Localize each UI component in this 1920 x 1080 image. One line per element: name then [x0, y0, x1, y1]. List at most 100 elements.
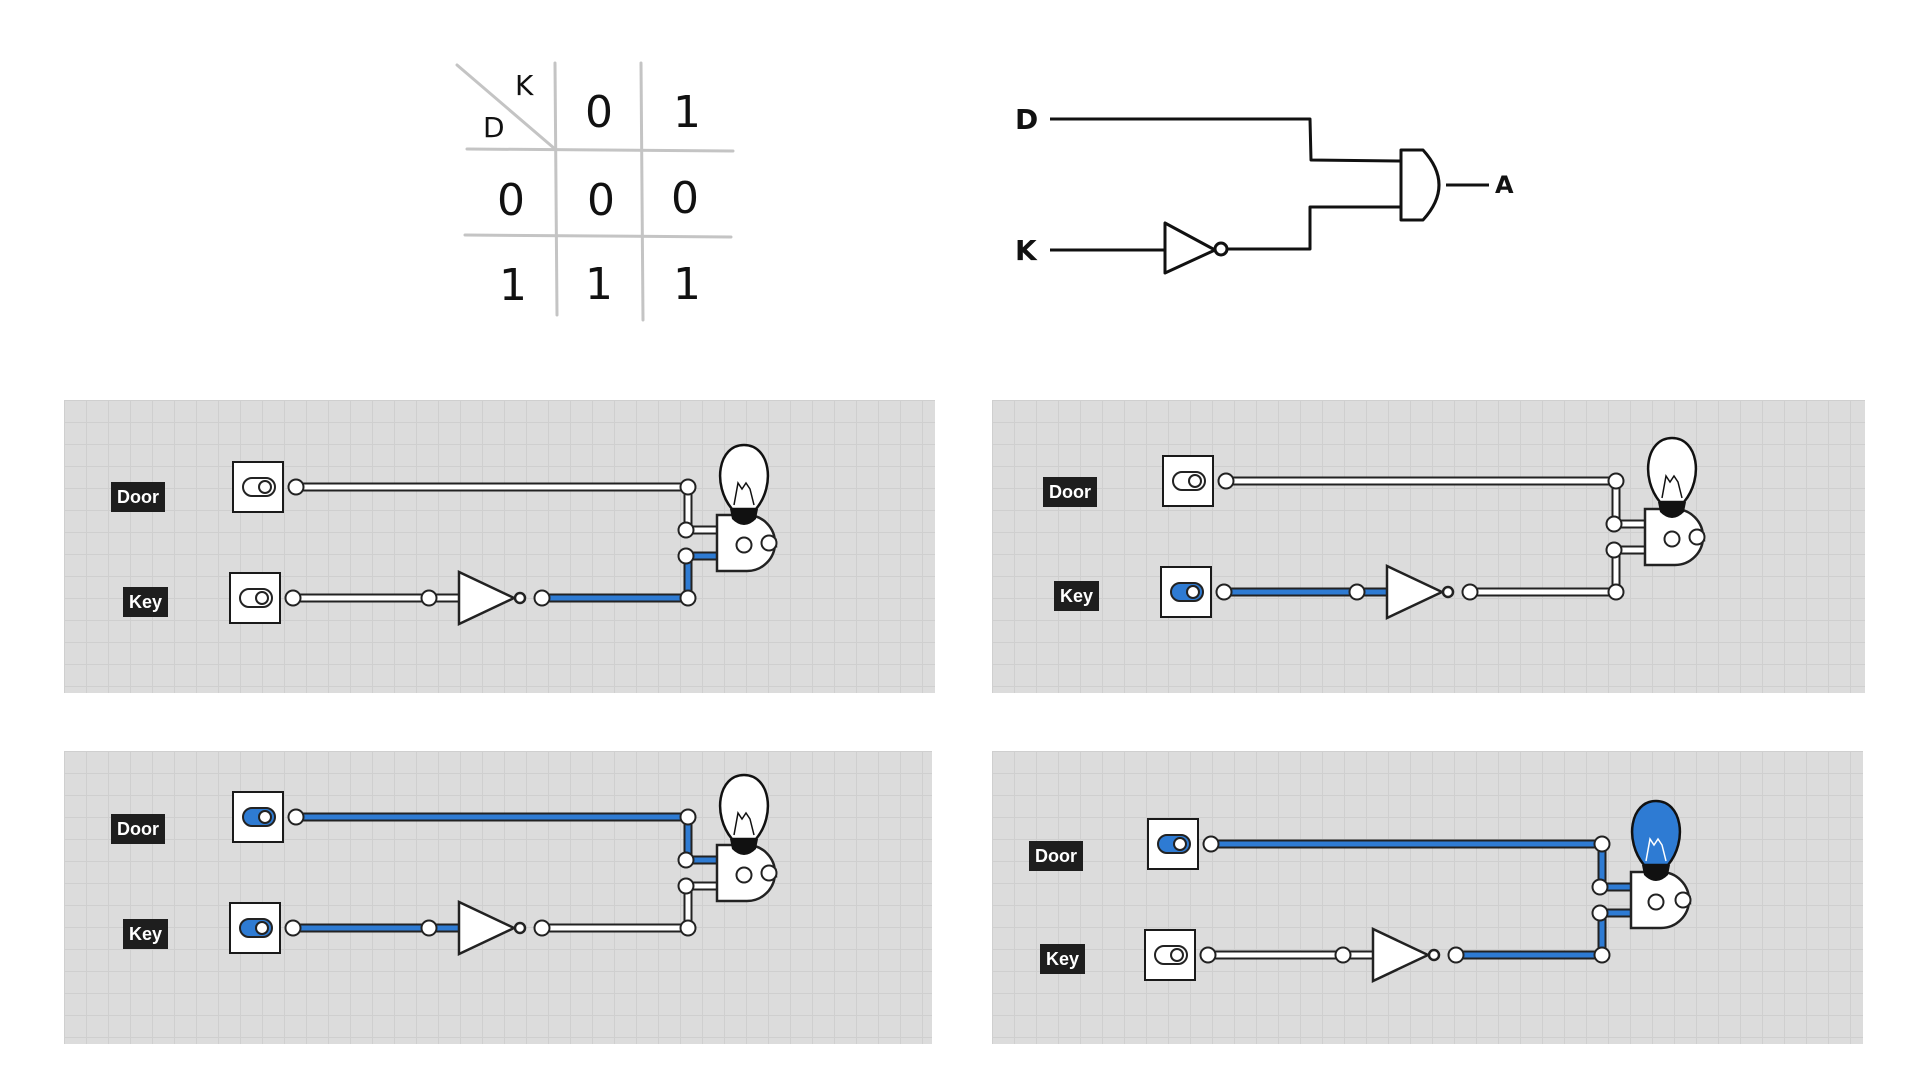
not-bubble — [513, 921, 527, 935]
input-d-label: D — [1015, 103, 1038, 136]
connector-node — [679, 808, 697, 826]
toggle-knob — [258, 480, 272, 494]
circuit-wiring — [1199, 799, 1692, 983]
door-switch[interactable] — [1162, 455, 1214, 507]
connector-node — [1607, 472, 1625, 490]
key-label: Key — [123, 587, 169, 617]
connector-node — [1215, 583, 1233, 601]
and-gate — [1399, 148, 1441, 222]
connector-node — [420, 919, 438, 937]
not-bubble — [1213, 241, 1229, 257]
lightbulb-off-icon — [718, 773, 770, 855]
key-switch[interactable] — [1160, 566, 1212, 618]
truth-table-col-header: 1 — [673, 87, 701, 138]
connector-node — [677, 851, 695, 869]
wire-not-out — [1227, 205, 1401, 251]
door-wire — [296, 814, 717, 863]
door-label: Door — [1029, 841, 1083, 871]
not-gate — [1371, 927, 1431, 983]
door-switch[interactable] — [1147, 818, 1199, 870]
truth-table-row-header: 0 — [497, 175, 525, 226]
connector-node — [1334, 946, 1352, 964]
door-switch[interactable] — [232, 791, 284, 843]
toggle-knob — [1173, 837, 1187, 851]
key-label: Key — [1040, 944, 1086, 974]
logic-schematic: D K A — [1015, 103, 1514, 275]
connector-node — [677, 547, 695, 565]
connector-node — [1591, 878, 1609, 896]
connector-node — [1674, 891, 1692, 909]
toggle-knob — [1186, 585, 1200, 599]
connector-node — [735, 866, 753, 884]
toggle-track — [242, 477, 276, 497]
input-k-label: K — [1015, 234, 1038, 267]
door-wire — [296, 484, 717, 533]
output-a-label: A — [1495, 171, 1514, 199]
connector-node — [287, 808, 305, 826]
door-label: Door — [1043, 477, 1097, 507]
connector-node — [1688, 528, 1706, 546]
not-bubble — [1427, 948, 1441, 962]
door-wire-outline — [1211, 839, 1631, 892]
truth-table-row-header: 1 — [499, 260, 527, 311]
connector-node — [1593, 946, 1611, 964]
circuit-wiring — [284, 443, 778, 626]
connector-node — [679, 919, 697, 937]
truth-table: K D 0 1 0 0 0 1 1 1 — [455, 61, 735, 322]
toggle-track — [1154, 945, 1188, 965]
connector-node — [1591, 904, 1609, 922]
connector-node — [287, 478, 305, 496]
circuit-wiring — [1215, 436, 1706, 620]
connector-node — [1607, 583, 1625, 601]
connector-node — [1605, 541, 1623, 559]
lightbulb-off-icon — [718, 443, 770, 525]
door-wire-outline — [296, 812, 717, 865]
not-output-wire — [1456, 910, 1631, 958]
key-switch[interactable] — [1144, 929, 1196, 981]
connector-node — [284, 919, 302, 937]
door-wire-outline — [296, 482, 717, 535]
connector-node — [533, 919, 551, 937]
connector-node — [760, 534, 778, 552]
lightbulb-on-icon — [1630, 799, 1682, 881]
connector-node — [420, 589, 438, 607]
not-bubble — [1441, 585, 1455, 599]
toggle-track — [242, 807, 276, 827]
truth-table-cell: 1 — [585, 259, 613, 310]
toggle-track — [239, 588, 273, 608]
truth-table-cell: 0 — [587, 175, 615, 226]
not-output-wire — [542, 883, 717, 931]
door-wire — [1211, 841, 1631, 890]
connector-node — [1647, 893, 1665, 911]
not-gate — [1385, 564, 1445, 620]
truth-table-col-header: 0 — [585, 87, 613, 138]
connector-node — [284, 589, 302, 607]
truth-table-cell: 1 — [673, 259, 701, 310]
toggle-track — [1170, 582, 1204, 602]
connector-node — [1447, 946, 1465, 964]
circuit-wiring — [284, 773, 778, 956]
truth-table-row-var: D — [483, 111, 505, 144]
connector-node — [1202, 835, 1220, 853]
door-label: Door — [111, 814, 165, 844]
key-switch[interactable] — [229, 902, 281, 954]
connector-node — [1348, 583, 1366, 601]
connector-node — [533, 589, 551, 607]
key-switch[interactable] — [229, 572, 281, 624]
connector-node — [1461, 583, 1479, 601]
toggle-track — [1157, 834, 1191, 854]
connector-node — [1593, 835, 1611, 853]
connector-node — [1663, 530, 1681, 548]
toggle-knob — [255, 921, 269, 935]
key-label: Key — [123, 919, 169, 949]
not-output-wire — [1470, 547, 1645, 595]
door-switch[interactable] — [232, 461, 284, 513]
door-label: Door — [111, 482, 165, 512]
toggle-track — [239, 918, 273, 938]
wire-d — [1050, 117, 1402, 163]
lightbulb-off-icon — [1646, 436, 1698, 518]
connector-node — [1199, 946, 1217, 964]
